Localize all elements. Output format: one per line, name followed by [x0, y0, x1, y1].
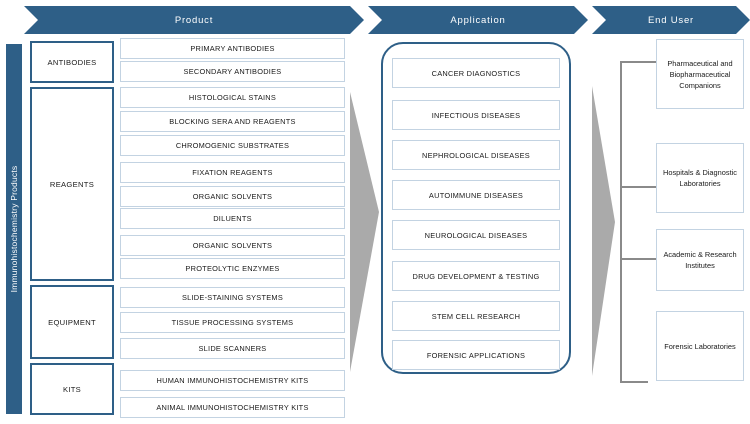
application-item-label: NEPHROLOGICAL DISEASES [422, 150, 530, 160]
application-item: STEM CELL RESEARCH [392, 301, 560, 331]
application-item-label: CANCER DIAGNOSTICS [431, 68, 521, 78]
product-item: ORGANIC SOLVENTS [120, 186, 345, 207]
product-item: FIXATION REAGENTS [120, 162, 345, 183]
product-item-label: DILUENTS [213, 214, 252, 223]
end-user-item-label: Hospitals & Diagnostic Laboratories [663, 168, 737, 188]
product-category-equipment-label: EQUIPMENT [48, 317, 96, 327]
product-item-label: ANIMAL IMMUNOHISTOCHEMISTRY KITS [156, 403, 309, 412]
transition-arrow-application-to-end-user [592, 86, 615, 376]
product-item-label: PROTEOLYTIC ENZYMES [185, 264, 280, 273]
application-item-label: FORENSIC APPLICATIONS [426, 350, 526, 360]
stage-header-product-label: Product [174, 14, 214, 26]
application-item-label: INFECTIOUS DISEASES [431, 110, 521, 120]
product-category-kits-label: KITS [62, 384, 82, 394]
stage-header-end-user: End User [592, 6, 750, 34]
application-item: DRUG DEVELOPMENT & TESTING [392, 261, 560, 291]
application-item: NEPHROLOGICAL DISEASES [392, 140, 560, 170]
product-item-label: ORGANIC SOLVENTS [192, 192, 273, 201]
product-item: HUMAN IMMUNOHISTOCHEMISTRY KITS [120, 370, 345, 391]
product-category-equipment: EQUIPMENT [30, 285, 114, 359]
product-item-label: SLIDE-STAINING SYSTEMS [181, 293, 284, 302]
application-item: FORENSIC APPLICATIONS [392, 340, 560, 370]
application-item-label: AUTOIMMUNE DISEASES [428, 190, 524, 200]
product-category-kits: KITS [30, 363, 114, 415]
product-item-label: BLOCKING SERA AND REAGENTS [169, 117, 296, 126]
product-item: SECONDARY ANTIBODIES [120, 61, 345, 82]
application-item: INFECTIOUS DISEASES [392, 100, 560, 130]
end-user-bracket-spine [620, 61, 622, 382]
stage-header-application-label: Application [450, 14, 506, 26]
product-item: SLIDE SCANNERS [120, 338, 345, 359]
immunohistochemistry-products-spine: Immunohistochemistry Products [6, 44, 22, 414]
product-item: DILUENTS [120, 208, 345, 229]
product-item-label: HISTOLOGICAL STAINS [188, 93, 277, 102]
application-item-label: DRUG DEVELOPMENT & TESTING [412, 271, 540, 281]
product-item-label: SLIDE SCANNERS [198, 344, 267, 353]
application-item: CANCER DIAGNOSTICS [392, 58, 560, 88]
product-category-antibodies-label: ANTIBODIES [47, 57, 97, 67]
product-item-label: SECONDARY ANTIBODIES [183, 67, 282, 76]
application-item: AUTOIMMUNE DISEASES [392, 180, 560, 210]
end-user-item-label: Forensic Laboratories [664, 341, 736, 351]
end-user-bracket-arm [620, 258, 656, 260]
application-item-label: STEM CELL RESEARCH [431, 311, 521, 321]
end-user-item: Hospitals & Diagnostic Laboratories [656, 143, 744, 213]
product-item: TISSUE PROCESSING SYSTEMS [120, 312, 345, 333]
end-user-bracket-arm [620, 61, 656, 63]
transition-arrow-product-to-application [350, 92, 379, 372]
stage-header-application: Application [368, 6, 588, 34]
application-item-label: NEUROLOGICAL DISEASES [424, 230, 528, 240]
product-item: PRIMARY ANTIBODIES [120, 38, 345, 59]
product-item: HISTOLOGICAL STAINS [120, 87, 345, 108]
end-user-item-label: Pharmaceutical and Biopharmaceutical Com… [667, 58, 733, 90]
product-item: SLIDE-STAINING SYSTEMS [120, 287, 345, 308]
product-category-reagents: REAGENTS [30, 87, 114, 281]
product-category-antibodies: ANTIBODIES [30, 41, 114, 83]
spine-label: Immunohistochemistry Products [9, 165, 19, 293]
product-item-label: CHROMOGENIC SUBSTRATES [175, 141, 290, 150]
stage-header-product: Product [24, 6, 364, 34]
product-item-label: TISSUE PROCESSING SYSTEMS [171, 318, 294, 327]
product-item: ANIMAL IMMUNOHISTOCHEMISTRY KITS [120, 397, 345, 418]
end-user-item: Pharmaceutical and Biopharmaceutical Com… [656, 39, 744, 109]
product-item: ORGANIC SOLVENTS [120, 235, 345, 256]
product-item-label: PRIMARY ANTIBODIES [190, 44, 275, 53]
product-item: CHROMOGENIC SUBSTRATES [120, 135, 345, 156]
product-item-label: ORGANIC SOLVENTS [192, 241, 273, 250]
product-item-label: FIXATION REAGENTS [192, 168, 273, 177]
product-category-reagents-label: REAGENTS [49, 179, 95, 189]
product-item: PROTEOLYTIC ENZYMES [120, 258, 345, 279]
end-user-item-label: Academic & Research Institutes [663, 250, 737, 270]
product-item: BLOCKING SERA AND REAGENTS [120, 111, 345, 132]
application-item: NEUROLOGICAL DISEASES [392, 220, 560, 250]
end-user-item: Forensic Laboratories [656, 311, 744, 381]
product-item-label: HUMAN IMMUNOHISTOCHEMISTRY KITS [156, 376, 309, 385]
end-user-item: Academic & Research Institutes [656, 229, 744, 291]
end-user-bracket-arm [620, 381, 648, 383]
end-user-bracket-arm [620, 186, 656, 188]
stage-header-end-user-label: End User [647, 14, 694, 26]
